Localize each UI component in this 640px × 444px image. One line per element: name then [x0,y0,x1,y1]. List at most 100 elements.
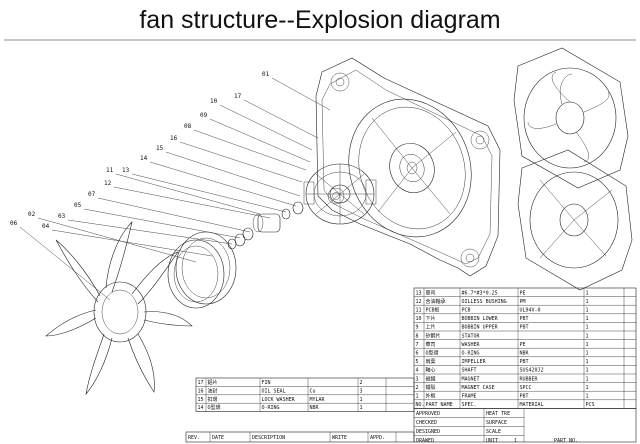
table-cell: NBR [520,351,530,357]
table-cell: 1 [360,397,363,403]
axis-parts [227,201,304,250]
table-row: 4 軸心 SHAFT SUS420J2 1 [416,367,589,374]
table-cell: PM [520,299,526,305]
diagram-title: fan structure--Explosion diagram [139,6,501,34]
table-cell: 1 [586,385,589,391]
table-cell: O-RING [262,405,280,411]
table-cell: O型環 [208,404,221,411]
unit-label: UNIT [486,438,498,444]
callout-label: 05 [74,202,82,209]
table-row: 1 外框 FRAME PBT 1 [416,393,589,400]
callout-05: 05 [74,202,241,239]
table-cell: PBT [520,394,529,400]
table-cell: 1 [586,308,589,314]
table-cell: 1 [586,299,589,305]
approval-label: DRAWED [416,438,434,444]
callout-02: 02 [28,211,197,263]
callout-label: 04 [42,223,50,230]
table-cell: PBT [520,316,529,322]
callout-label: 08 [184,123,192,130]
callout-label: 16 [170,135,178,142]
leader-line [149,161,297,207]
table-cell: UL94V-0 [520,308,541,314]
header-cell: PART NAME [426,402,453,408]
callout-06: 06 [10,220,111,301]
table-cell: 2 [416,385,419,391]
table-cell: 鐵殼 [426,384,436,391]
callout-07: 07 [88,191,251,233]
table-cell: 軸心 [426,367,436,374]
table-cell: Cu [310,388,316,394]
table-cell: SHAFT [462,368,477,374]
callout-label: 09 [200,112,208,119]
table-cell: OIL SEAL [262,388,286,394]
footer-cell: APPD. [370,435,385,441]
leader-line [209,118,311,163]
table-cell: LOCK WASHER [262,397,296,403]
table-cell: 矽鋼片 [426,332,441,339]
table-cell: 1 [416,394,419,400]
footer-cell: REV. [188,435,200,441]
callout-label: 06 [10,220,18,227]
leader-line [193,129,307,171]
leader-line [243,99,319,139]
approval-label: DESIGNED [416,429,440,435]
table-cell: BOBBIN LOWER [462,316,499,322]
callout-label: 17 [234,93,242,100]
table-cell: FRAME [462,394,477,400]
table-cell: 1 [586,368,589,374]
table-cell: 12 [416,299,422,305]
table-cell: 上片 [426,324,436,331]
approval-label: APPROVED [416,411,440,417]
table-cell: 15 [198,397,204,403]
table-cell: 外框 [426,393,436,400]
unit-value: 1 [514,438,517,444]
callout-03: 03 [58,213,233,245]
table-cell: PE [520,342,526,348]
callout-13: 13 [122,167,287,213]
table-cell: 1 [586,290,589,296]
table-cell: 1 [586,342,589,348]
table-cell: 1 [586,333,589,339]
table-cell: 含油軸承 [426,298,446,305]
callout-12: 12 [104,180,271,219]
table-cell: O-RING [462,351,480,357]
leader-line [67,219,233,245]
callout-17: 17 [234,93,319,139]
table-cell: 8 [416,333,419,339]
table-cell: 1 [360,405,363,411]
table-cell: SPCC [520,385,532,391]
table-cell: #6.7*#3*0.25 [462,290,498,296]
table-cell: PBT [520,359,529,365]
callout-16: 16 [170,135,303,183]
table-cell: BOBBIN UPPER [462,325,499,331]
table-cell: 1 [586,359,589,365]
table-cell: 16 [198,388,204,394]
callout-label: 14 [140,155,148,162]
table-cell: 華司 [426,289,436,296]
table-cell: 下片 [426,315,436,322]
callout-14: 14 [140,155,297,207]
table-cell: 鋁片 [208,379,218,386]
table-cell: SUS420J2 [520,368,544,374]
approval-label: CHECKED [416,420,437,426]
table-cell: 3 [416,376,419,382]
table-cell: WASHER [462,342,481,348]
table-cell: 1 [586,394,589,400]
header-cell: PCS [586,402,595,408]
table-cell: 4 [416,368,419,374]
footer-cell: WRITE [332,435,347,441]
table-cell: 2 [360,380,363,386]
table-cell: 華司 [426,341,436,348]
table-cell: STATOR [462,333,481,339]
